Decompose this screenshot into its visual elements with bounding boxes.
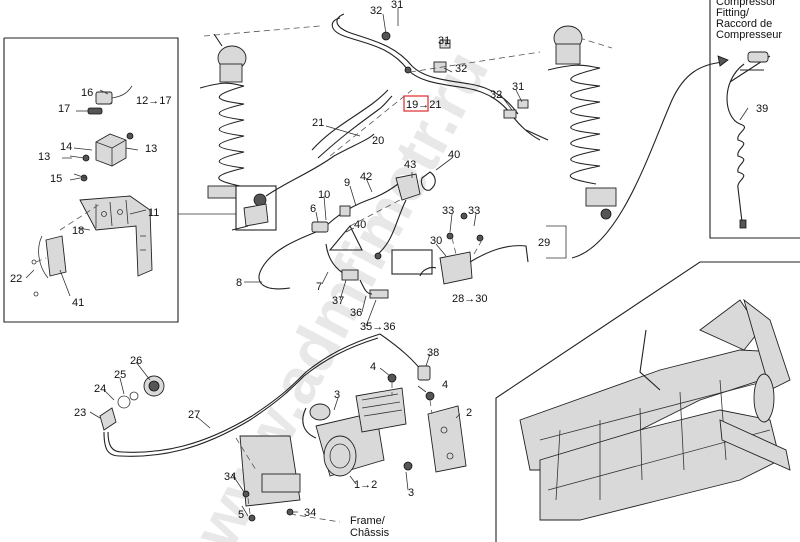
callout-16: 16 <box>81 87 93 99</box>
air-lines-20-21 <box>265 89 393 197</box>
callout-26: 26 <box>130 355 142 367</box>
lower-air-lines <box>99 333 431 457</box>
callout-31: 31 <box>391 0 403 11</box>
callout-4: 4 <box>370 361 376 373</box>
callout-36: 36 <box>350 307 362 319</box>
callout-40: 40 <box>354 219 366 231</box>
callout-29: 29 <box>538 237 550 249</box>
callout-31: 31 <box>438 35 450 47</box>
frame-label-line-1: Frame/ <box>350 515 386 527</box>
compressor-fitting-label: Compressor Fitting/ Raccord de Compresse… <box>716 0 782 41</box>
callout-23: 23 <box>74 407 86 419</box>
top-harness <box>329 13 549 157</box>
callout-43: 43 <box>404 159 416 171</box>
air-valve-left <box>231 185 277 231</box>
callout-18: 18 <box>72 225 84 237</box>
callout-34: 34 <box>304 507 316 519</box>
callout-37: 37 <box>332 295 344 307</box>
callout-24: 24 <box>94 383 106 395</box>
callout-3: 3 <box>334 389 340 401</box>
highlight-box <box>403 95 429 112</box>
callout-2: 2 <box>466 407 472 419</box>
left-shock-absorber <box>199 25 321 199</box>
callout-21: 21 <box>312 117 324 129</box>
callout-6: 6 <box>310 203 316 215</box>
callout-12-17: 12→17 <box>136 95 171 107</box>
height-sensor <box>391 212 567 285</box>
callout-33: 33 <box>468 205 480 217</box>
center-valve-assembly <box>258 171 436 299</box>
callout-32: 32 <box>370 5 382 17</box>
callout-3: 3 <box>408 487 414 499</box>
callout-34: 34 <box>224 471 236 483</box>
compressor-label-line-4: Compresseur <box>716 29 782 41</box>
callout-5: 5 <box>238 509 244 521</box>
callout-30: 30 <box>430 235 442 247</box>
frame-label-line-2: Châssis <box>350 527 390 539</box>
callout-41: 41 <box>72 297 84 309</box>
callout-27: 27 <box>188 409 200 421</box>
callout-39: 39 <box>756 103 768 115</box>
callout-9: 9 <box>344 177 350 189</box>
callout-15: 15 <box>50 173 62 185</box>
air-compressor <box>302 373 467 477</box>
callout-11: 11 <box>148 207 159 219</box>
callout-1-2: 1→2 <box>354 479 377 491</box>
callout-35-36: 35→36 <box>360 321 395 333</box>
callout-14: 14 <box>60 141 72 153</box>
callout-28-30: 28→30 <box>452 293 487 305</box>
callout-32: 32 <box>455 63 467 75</box>
callout-4: 4 <box>442 379 448 391</box>
callout-8: 8 <box>236 277 242 289</box>
valve-detail-inset <box>3 37 236 323</box>
compressor-fitting-inset <box>571 0 800 259</box>
frame-label: Frame/ Châssis <box>350 515 390 539</box>
callout-13: 13 <box>38 151 50 163</box>
callout-32: 32 <box>490 89 502 101</box>
callout-33: 33 <box>442 205 454 217</box>
callout-10: 10 <box>318 189 330 201</box>
frame-inset <box>495 261 800 542</box>
callout-25: 25 <box>114 369 126 381</box>
compressor-label-line-3: Raccord de <box>716 18 772 30</box>
callout-13: 13 <box>145 143 157 155</box>
leader-lines <box>25 8 749 517</box>
frame-bracket <box>235 435 341 523</box>
callout-labels: 31 32 31 32 31 32 19→21 21 20 16 12→17 1… <box>10 0 768 521</box>
callout-7: 7 <box>316 281 322 293</box>
callout-31: 31 <box>512 81 524 93</box>
callout-40: 40 <box>448 149 460 161</box>
callout-38: 38 <box>427 347 439 359</box>
compressor-label-line-1: Compressor <box>716 0 776 8</box>
callout-19-21: 19→21 <box>406 99 441 111</box>
callout-20: 20 <box>372 135 384 147</box>
callout-42: 42 <box>360 171 372 183</box>
compressor-label-line-2: Fitting/ <box>716 7 750 19</box>
callout-17: 17 <box>58 103 70 115</box>
right-shock-absorber <box>547 25 617 220</box>
callout-22: 22 <box>10 273 22 285</box>
